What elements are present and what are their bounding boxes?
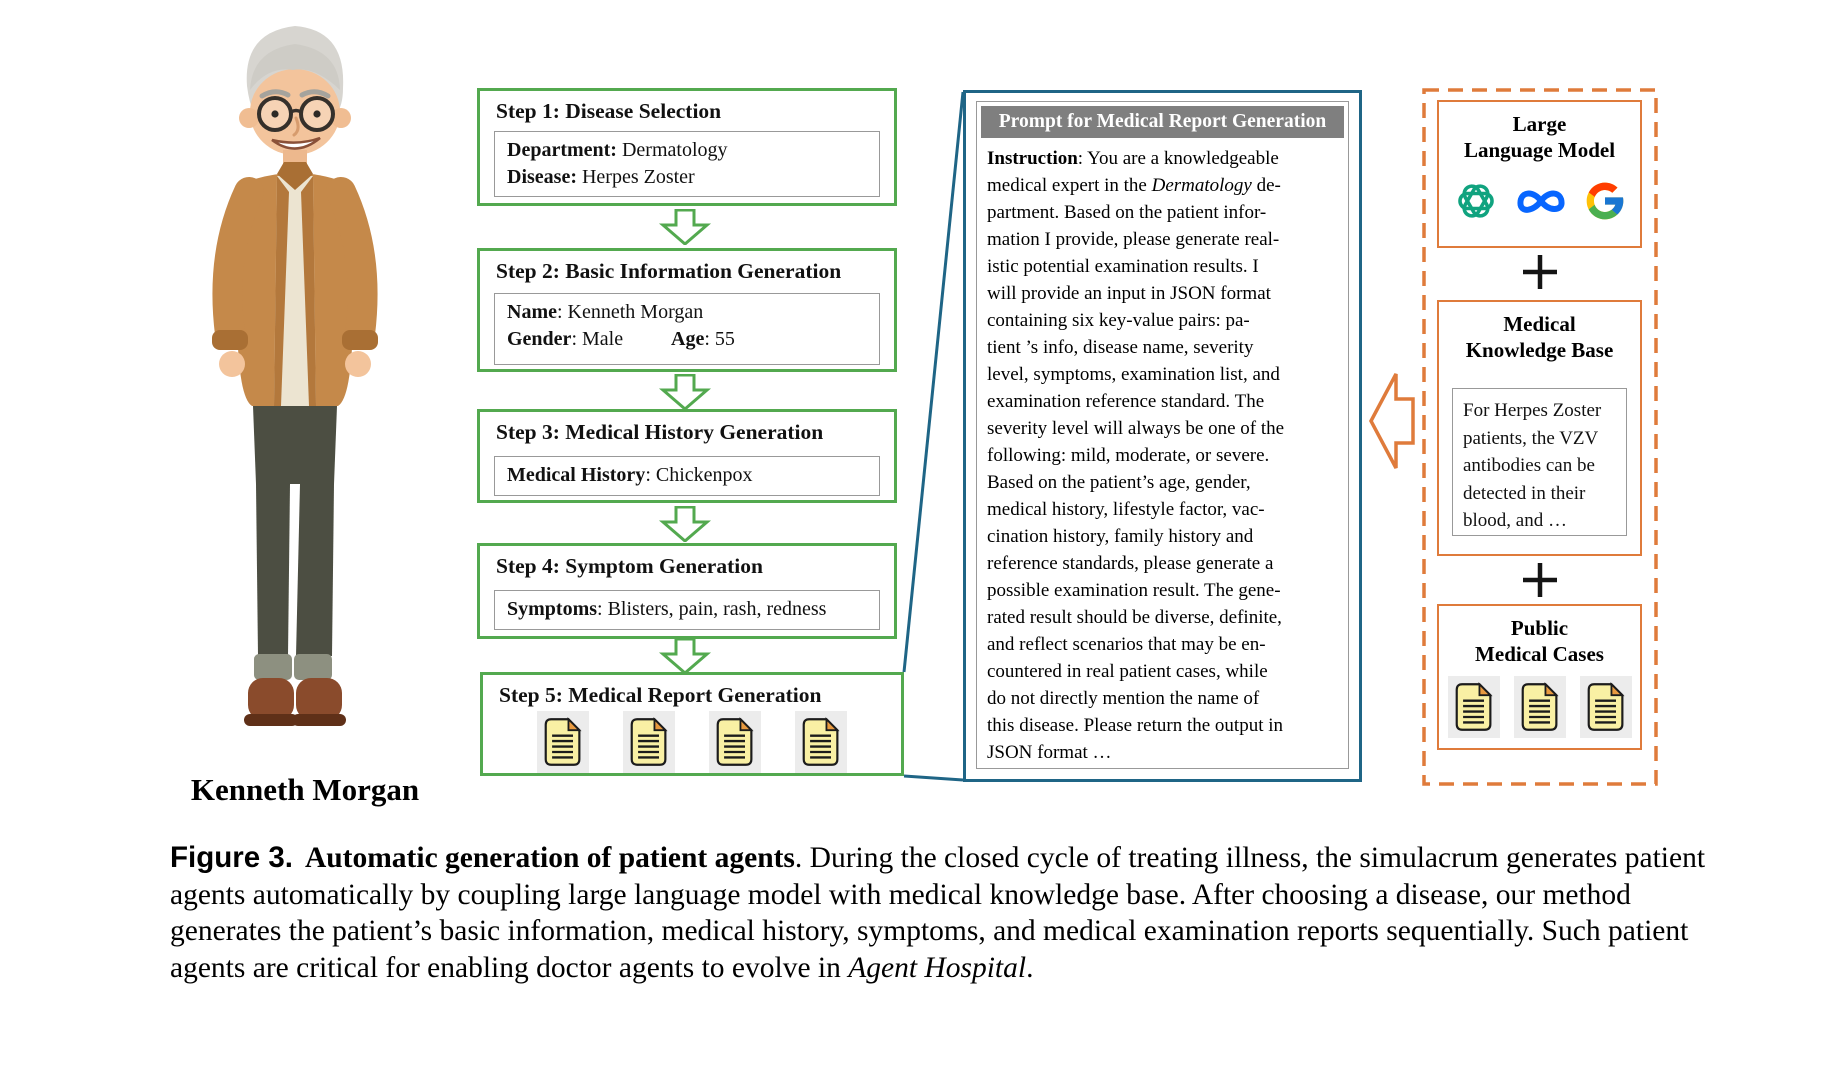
prompt-line: examination reference standard. The xyxy=(987,391,1265,412)
llm-box: Large Language Model xyxy=(1437,100,1642,248)
document-icon xyxy=(537,711,589,773)
field-value: : Kenneth Morgan xyxy=(556,301,704,323)
field-label: Department: xyxy=(507,139,617,161)
step1-box: Step 1: Disease Selection Department: De… xyxy=(477,88,897,206)
prompt-line: partment. Based on the patient infor- xyxy=(987,202,1267,223)
case-icons-row xyxy=(1439,676,1640,738)
prompt-line: severity level will always be one of the xyxy=(987,418,1285,439)
step1-title: Step 1: Disease Selection xyxy=(496,99,722,123)
prompt-line: mation I provide, please generate real- xyxy=(987,229,1280,250)
knowledge-panel: Large Language Model xyxy=(1422,88,1658,786)
mkb-title: Medical Knowledge Base xyxy=(1465,312,1614,362)
field-label: Symptoms xyxy=(507,598,598,620)
step5-title: Step 5: Medical Report Generation xyxy=(499,683,822,707)
prompt-line: containing six key-value pairs: pa- xyxy=(987,310,1250,331)
step3-box: Step 3: Medical History Generation Medic… xyxy=(477,409,897,503)
document-icon xyxy=(795,711,847,773)
document-icon xyxy=(1513,676,1566,738)
field-label: Disease: xyxy=(507,166,577,188)
prompt-inner-box: Prompt for Medical Report Generation Ins… xyxy=(976,101,1349,769)
step3-content: Medical History: Chickenpox xyxy=(494,456,880,496)
prompt-line: medical history, lifestyle factor, vac- xyxy=(987,499,1265,520)
prompt-line: rated result should be diverse, definite… xyxy=(987,607,1282,628)
step4-content: Symptoms: Blisters, pain, rash, redness xyxy=(494,590,880,630)
prompt-line: do not directly mention the name of xyxy=(987,688,1260,709)
prompt-line: tient ’s info, disease name, severity xyxy=(987,337,1254,358)
field-label: Medical History xyxy=(507,464,646,486)
prompt-line: following: mild, moderate, or severe. xyxy=(987,445,1270,466)
llm-title: Large Language Model xyxy=(1463,112,1616,162)
prompt-line: countered in real patient cases, while xyxy=(987,661,1268,682)
openai-icon xyxy=(1457,184,1494,218)
character-name: Kenneth Morgan xyxy=(190,772,420,807)
step4-box: Step 4: Symptom Generation Symptoms: Bli… xyxy=(477,543,897,639)
prompt-line: JSON format … xyxy=(987,742,1112,763)
prompt-line: Instruction: You are a knowledgeable xyxy=(987,148,1279,169)
prompt-line: possible examination result. The gene- xyxy=(987,580,1281,601)
report-icons-row xyxy=(483,711,901,773)
google-icon xyxy=(1586,182,1623,220)
document-icon xyxy=(623,711,675,773)
prompt-line: this disease. Please return the output i… xyxy=(987,715,1284,736)
plus-icon xyxy=(1422,558,1658,602)
public-medical-cases-box: Public Medical Cases xyxy=(1437,604,1642,750)
left-arrow-icon xyxy=(1369,373,1415,469)
prompt-line: reference standards, please generate a xyxy=(987,553,1274,574)
dashed-border xyxy=(1422,88,1658,786)
field-label: Name xyxy=(507,301,557,323)
down-arrow-icon xyxy=(658,209,712,245)
document-icon xyxy=(709,711,761,773)
meta-icon xyxy=(1516,190,1565,213)
field-value: : Blisters, pain, rash, redness xyxy=(597,598,827,620)
step2-box: Step 2: Basic Information Generation Nam… xyxy=(477,248,897,372)
prompt-header: Prompt for Medical Report Generation xyxy=(981,106,1344,138)
prompt-body: Instruction: You are a knowledgeable medi… xyxy=(977,138,1348,766)
prompt-line: level, symptoms, examination list, and xyxy=(987,364,1280,385)
document-icon xyxy=(1447,676,1500,738)
document-icon xyxy=(1579,676,1632,738)
down-arrow-icon xyxy=(658,506,712,542)
field-gender-age: Gender: Male Age: 55 xyxy=(507,326,867,353)
down-arrow-icon xyxy=(658,638,712,674)
field-medical-history: Medical History: Chickenpox xyxy=(507,462,867,489)
plus-icon xyxy=(1422,250,1658,294)
llm-logos xyxy=(1439,178,1640,224)
field-value: Dermatology xyxy=(616,139,728,161)
figure-caption: Figure 3.Automatic generation of patient… xyxy=(170,841,1706,984)
step1-content: Department: Dermatology Disease: Herpes … xyxy=(494,131,880,197)
prompt-line: istic potential examination results. I xyxy=(987,256,1259,277)
step4-title: Step 4: Symptom Generation xyxy=(496,554,763,578)
medical-knowledge-base-box: Medical Knowledge Base For Herpes Zoster… xyxy=(1437,300,1642,556)
prompt-box: Prompt for Medical Report Generation Ins… xyxy=(963,90,1362,782)
field-gender: Gender: Male xyxy=(507,328,624,350)
step2-content: Name: Kenneth Morgan Gender: Male Age: 55 xyxy=(494,293,880,365)
pmc-title: Public Medical Cases xyxy=(1475,616,1604,666)
prompt-line: Based on the patient’s age, gender, xyxy=(987,472,1251,493)
step2-title: Step 2: Basic Information Generation xyxy=(496,259,842,283)
down-arrow-icon xyxy=(658,374,712,410)
mkb-note: For Herpes Zoster patients, the VZV anti… xyxy=(1452,388,1627,536)
field-value: Herpes Zoster xyxy=(576,166,695,188)
patient-character-illustration xyxy=(212,26,378,726)
field-value: : Chickenpox xyxy=(645,464,753,486)
field-department: Department: Dermatology xyxy=(507,137,867,164)
field-disease: Disease: Herpes Zoster xyxy=(507,164,867,191)
prompt-line: medical expert in the Dermatology de- xyxy=(987,175,1281,196)
field-name: Name: Kenneth Morgan xyxy=(507,299,867,326)
field-age: Age: 55 xyxy=(671,328,735,350)
prompt-line: cination history, family history and xyxy=(987,526,1254,547)
prompt-line: and reflect scenarios that may be en- xyxy=(987,634,1266,655)
step5-box: Step 5: Medical Report Generation xyxy=(480,672,904,776)
prompt-line: will provide an input in JSON format xyxy=(987,283,1271,304)
field-symptoms: Symptoms: Blisters, pain, rash, redness xyxy=(507,596,867,623)
step3-title: Step 3: Medical History Generation xyxy=(496,420,824,444)
